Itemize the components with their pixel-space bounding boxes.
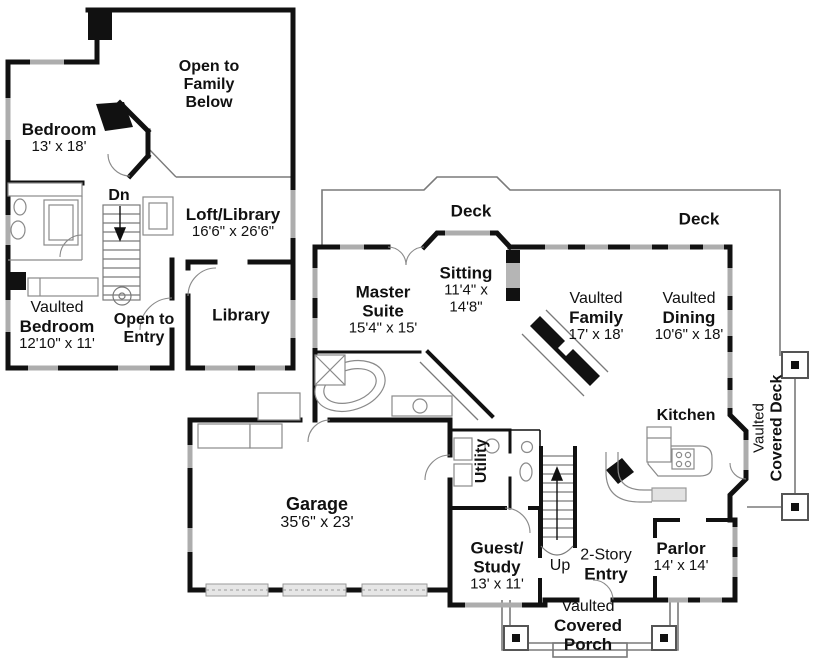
stairs-upper — [102, 204, 141, 306]
label-kitchen: Kitchen — [656, 407, 716, 425]
label-deck-left: Deck — [450, 201, 492, 221]
porch-posts — [503, 625, 677, 651]
upper-windows — [5, 59, 296, 371]
bath-utility-fixtures — [197, 354, 534, 487]
label-dn: Dn — [108, 187, 130, 205]
deck-posts — [781, 351, 809, 521]
main-windows — [187, 230, 749, 608]
garage-doors — [205, 583, 428, 597]
upper-door-arcs — [59, 153, 217, 331]
stairs-down-arrow — [113, 206, 127, 242]
fireplace-upper — [96, 102, 133, 131]
kitchen-fixtures — [605, 426, 713, 503]
chimney-block — [88, 8, 112, 40]
label-up: Up — [549, 557, 571, 575]
deck-outline — [321, 176, 796, 508]
fireplace-main — [419, 250, 609, 421]
porch-outline — [501, 600, 679, 658]
upper-fixtures — [7, 182, 174, 297]
label-utility: Utility — [473, 438, 491, 484]
label-library: Library — [212, 305, 270, 325]
stairs-up-arrow — [550, 466, 564, 540]
open-below-boundary — [147, 147, 293, 178]
label-deck-right: Deck — [678, 209, 720, 229]
upper-black-accents — [8, 8, 133, 290]
main-door-arcs — [307, 246, 747, 601]
